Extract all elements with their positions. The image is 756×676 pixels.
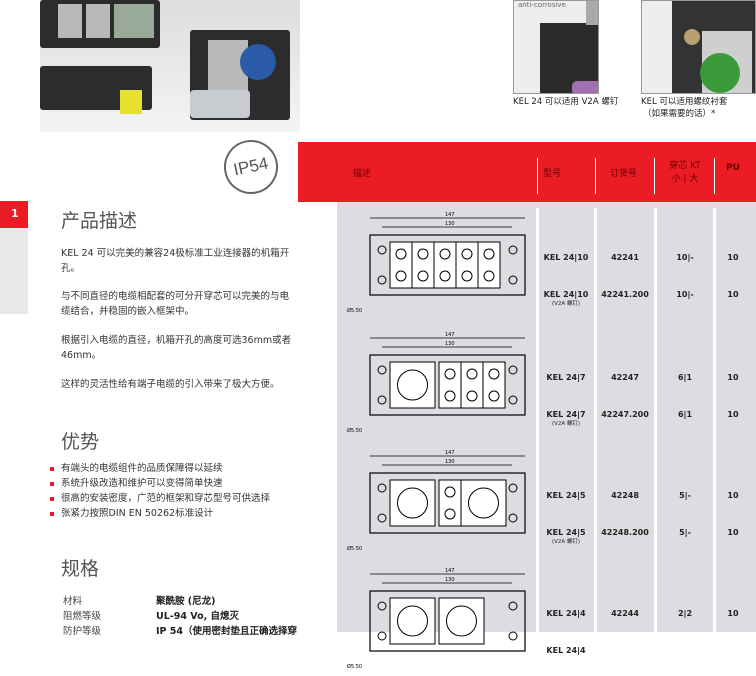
- type-cell: KEL 24|4: [542, 646, 590, 655]
- order-number: 42247: [611, 373, 639, 382]
- dim-holes: 130: [445, 221, 455, 227]
- desc-para-2: 与不同直径的电缆相配套的可分开穿芯可以完美的与电缆结合，并稳固的嵌入框架中。: [61, 291, 290, 317]
- threaded-bush-photo: [641, 0, 756, 94]
- order-number: 42241.200: [601, 290, 649, 299]
- description-title: 产品描述: [61, 210, 138, 232]
- type-value: KEL 24|4: [546, 646, 586, 655]
- dim-hole-dia: Ø5.50: [347, 427, 362, 434]
- kt-value: 2|2: [677, 609, 693, 618]
- kt-value: 6|1: [677, 410, 693, 419]
- spec-value: UL-94 Vo, 自熄灭: [156, 611, 240, 622]
- table-header-band: [298, 142, 756, 202]
- dim-holes: 130: [445, 577, 455, 583]
- kt-line1: 穿芯 KT: [669, 161, 701, 171]
- kt-value: 10|-: [676, 253, 694, 262]
- ip54-badge: IP54: [218, 134, 284, 200]
- dim-hole-dia: Ø5.50: [347, 663, 362, 670]
- spec-label: 阻燃等级: [63, 611, 102, 622]
- type-cell: KEL 24|4: [542, 609, 590, 618]
- type-cell: KEL 24|10 (V2A 螺钉): [542, 290, 590, 307]
- type-value: KEL 24|7: [546, 373, 586, 382]
- pu-value: 10: [727, 290, 739, 299]
- type-cell: KEL 24|5: [542, 491, 590, 500]
- spec-label: 材料: [63, 596, 83, 607]
- advantages-list: 有端头的电缆组件的品质保障得以延续 系统升级改造和维护可以变得简单快速 很高的安…: [50, 461, 270, 521]
- pu-value: 10: [727, 410, 739, 419]
- caption-v2a: KEL 24 可以适用 V2A 螺钉: [513, 97, 619, 107]
- order-number: 42241: [611, 253, 639, 262]
- type-value: KEL 24|7: [546, 410, 586, 419]
- order-number: 42244: [611, 609, 639, 618]
- dim-overall: 147: [445, 450, 455, 456]
- product-photo: [40, 0, 300, 132]
- type-value: KEL 24|4: [546, 609, 586, 618]
- dim-hole-dia: Ø5.50: [347, 307, 362, 314]
- type-cell: KEL 24|10: [542, 253, 590, 262]
- type-note: (V2A 螺钉): [551, 421, 581, 427]
- kt-value: 10|-: [676, 290, 694, 299]
- advantage-item: 有端头的电缆组件的品质保障得以延续: [50, 461, 270, 476]
- dim-holes: 130: [445, 341, 455, 347]
- order-number: 42248.200: [601, 528, 649, 537]
- type-value: KEL 24|10: [543, 290, 589, 299]
- col-header-kt: 穿芯 KT 小 | 大: [660, 160, 710, 186]
- kt-value: 5|-: [679, 491, 691, 500]
- v2a-screw-photo: anti-corrosive: [513, 0, 599, 94]
- spec-row: 阻燃等级 UL-94 Vo, 自熄灭: [63, 610, 297, 623]
- type-value: KEL 24|5: [546, 528, 586, 537]
- advantage-item: 系统升级改造和维护可以变得简单快速: [50, 476, 270, 491]
- specs-title: 规格: [61, 558, 100, 580]
- kt-value: 6|1: [677, 373, 693, 382]
- type-value: KEL 24|5: [546, 491, 586, 500]
- type-note: (V2A 螺钉): [551, 539, 581, 545]
- caption-threaded-bush: KEL 可以适用螺纹衬套 （如果需要的话）*: [641, 96, 727, 120]
- order-number: 42248: [611, 491, 639, 500]
- kt-line2: 小 | 大: [671, 174, 699, 184]
- dim-overall: 147: [445, 568, 455, 574]
- pu-value: 10: [727, 373, 739, 382]
- advantages-title: 优势: [61, 431, 100, 453]
- caption-line1: KEL 可以适用螺纹衬套: [641, 97, 728, 107]
- pu-value: 10: [727, 528, 739, 537]
- advantage-item: 张紧力按照DIN EN 50262标准设计: [50, 506, 270, 521]
- desc-para-1: KEL 24 可以完美的兼容24极标准工业连接器的机箱开孔。: [61, 248, 290, 274]
- dim-hole-dia: Ø5.50: [347, 545, 362, 552]
- type-value: KEL 24|10: [543, 253, 589, 262]
- desc-para-3: 根据引入电缆的直径，机箱开孔的高度可选36mm或者46mm。: [61, 335, 292, 361]
- section-tab: 1: [0, 201, 28, 228]
- type-note: (V2A 螺钉): [551, 301, 581, 307]
- dim-overall: 147: [445, 332, 455, 338]
- kt-value: 5|-: [679, 528, 691, 537]
- col-header-desc: 描述: [353, 169, 372, 179]
- pu-value: 10: [727, 253, 739, 262]
- pu-value: 10: [727, 609, 739, 618]
- order-number: 42247.200: [601, 410, 649, 419]
- type-cell: KEL 24|5 (V2A 螺钉): [542, 528, 590, 545]
- type-cell: KEL 24|7: [542, 373, 590, 382]
- anti-corrosive-label: anti-corrosive: [518, 1, 566, 9]
- pu-value: 10: [727, 491, 739, 500]
- dim-holes: 130: [445, 459, 455, 465]
- spec-row: 材料 聚酰胺 (尼龙): [63, 595, 297, 608]
- caption-line2: （如果需要的话）*: [643, 109, 716, 119]
- advantage-item: 很高的安装密度，广范的框架和穿芯型号可供选择: [50, 491, 270, 506]
- col-header-order: 订货号: [610, 169, 638, 179]
- section-tab-bar: [0, 228, 28, 314]
- col-header-pu: PU: [726, 163, 740, 173]
- type-cell: KEL 24|7 (V2A 螺钉): [542, 410, 590, 427]
- spec-value: 聚酰胺 (尼龙): [156, 596, 216, 607]
- col-header-type: 型号: [543, 169, 562, 179]
- dim-overall: 147: [445, 212, 455, 218]
- desc-para-4: 这样的灵活性给有端子电缆的引入带来了极大方便。: [61, 379, 280, 390]
